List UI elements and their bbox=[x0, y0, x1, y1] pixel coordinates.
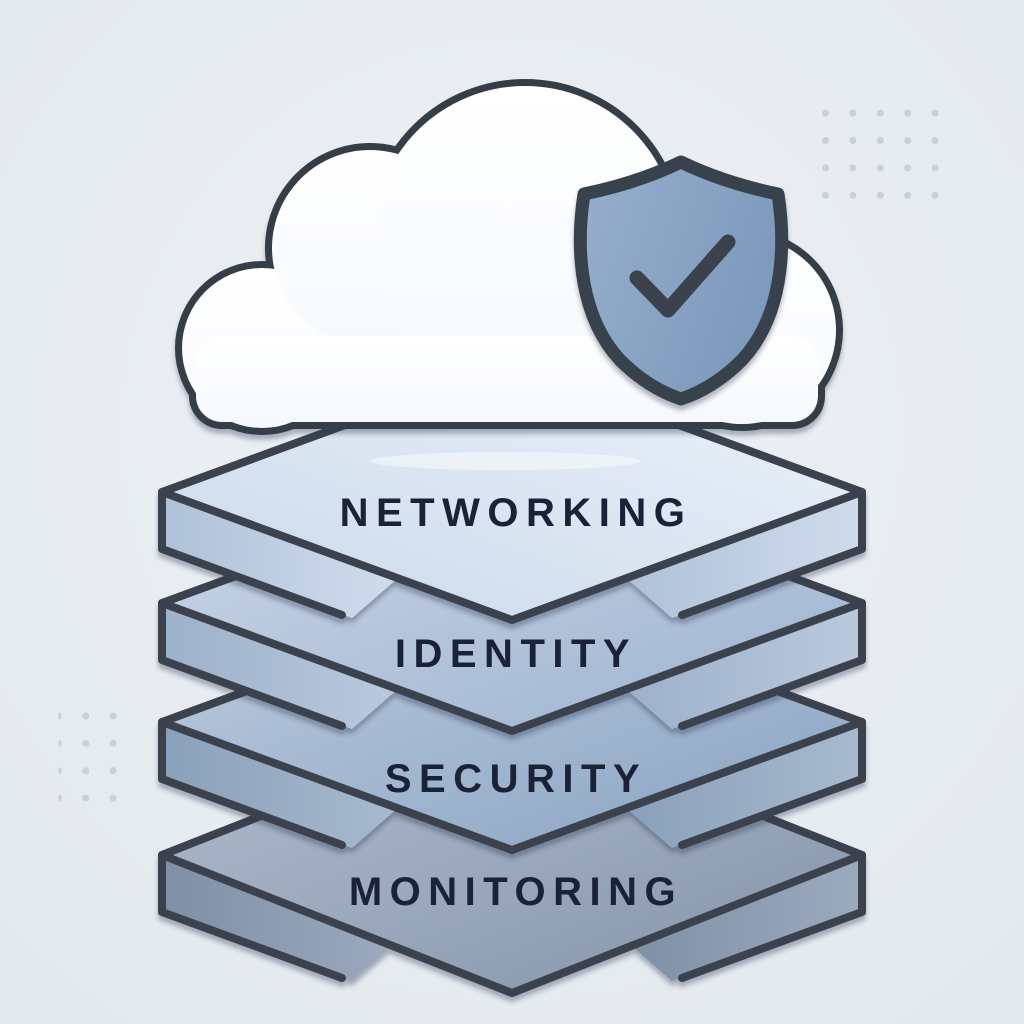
layer-label-networking: NETWORKING bbox=[340, 491, 693, 535]
layer-security-left-side bbox=[162, 722, 398, 848]
layer-networking-sheen bbox=[370, 452, 640, 470]
shield-shape bbox=[573, 155, 789, 406]
layer-label-monitoring: MONITORING bbox=[349, 870, 683, 914]
layer-identity-right-side bbox=[626, 603, 862, 729]
layer-networking-right-edge bbox=[678, 488, 866, 619]
layer-networking-left-side bbox=[162, 492, 398, 618]
layer-security-right-side bbox=[626, 722, 862, 848]
layer-networking-left-edge bbox=[158, 488, 346, 619]
layer-security-left-edge bbox=[158, 718, 346, 849]
layer-monitoring-right-side bbox=[626, 855, 862, 981]
layer-security-right-edge bbox=[678, 718, 866, 849]
checkmark-icon bbox=[629, 234, 736, 318]
layer-networking-right-side bbox=[626, 492, 862, 618]
layer-identity-left-edge bbox=[158, 599, 346, 730]
shield-icon bbox=[573, 155, 789, 406]
dot-grid-top-right bbox=[816, 98, 939, 219]
dot-grid-bottom-left bbox=[58, 709, 125, 803]
layer-identity-left-side bbox=[162, 603, 398, 729]
layer-monitoring-right-edge bbox=[678, 851, 866, 982]
layer-label-security: SECURITY bbox=[385, 757, 647, 801]
layer-label-identity: IDENTITY bbox=[395, 632, 637, 676]
layer-identity-right-edge bbox=[678, 599, 866, 730]
layer-monitoring-left-side bbox=[162, 855, 398, 981]
layer-monitoring-left-edge bbox=[158, 851, 346, 982]
